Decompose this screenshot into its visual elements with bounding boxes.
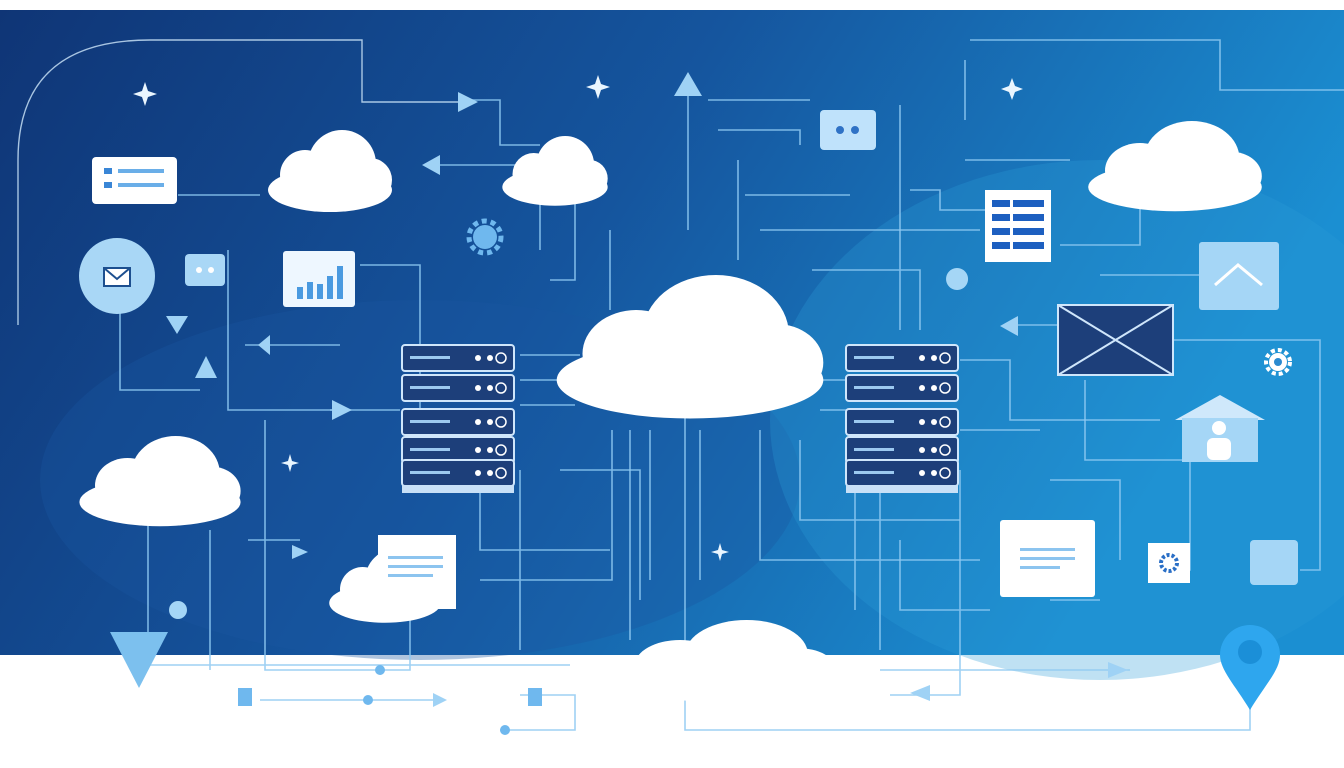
- gear-icon: [1264, 348, 1292, 376]
- server-rack-icon: [401, 344, 515, 493]
- connection-lines: [17, 39, 1344, 731]
- arrow-icons: [166, 72, 1128, 707]
- server-rack-icon: [845, 344, 959, 493]
- image-icon: [1199, 242, 1279, 310]
- home-user-icon: [1175, 395, 1265, 462]
- chat-icon: [820, 110, 876, 150]
- location-pin-icon: [1220, 625, 1280, 710]
- envelope-icon: [79, 238, 155, 314]
- chart-icon: [283, 251, 355, 307]
- document-icon: [378, 535, 456, 609]
- square-node-icon: [1250, 540, 1298, 585]
- lock-badge-icon: [110, 632, 168, 688]
- gear-icon: [1148, 543, 1190, 583]
- node-dot: [169, 601, 187, 619]
- document-icon: [1000, 520, 1095, 597]
- envelope-icon: [1057, 304, 1174, 376]
- location-pin-icon: [946, 268, 969, 290]
- sparkle-icons: [133, 75, 1023, 561]
- chat-icon: [185, 254, 225, 286]
- connector-dots: [238, 665, 542, 735]
- table-icon: [985, 190, 1051, 262]
- gear-icon: [466, 218, 504, 256]
- list-card-icon: [92, 157, 177, 204]
